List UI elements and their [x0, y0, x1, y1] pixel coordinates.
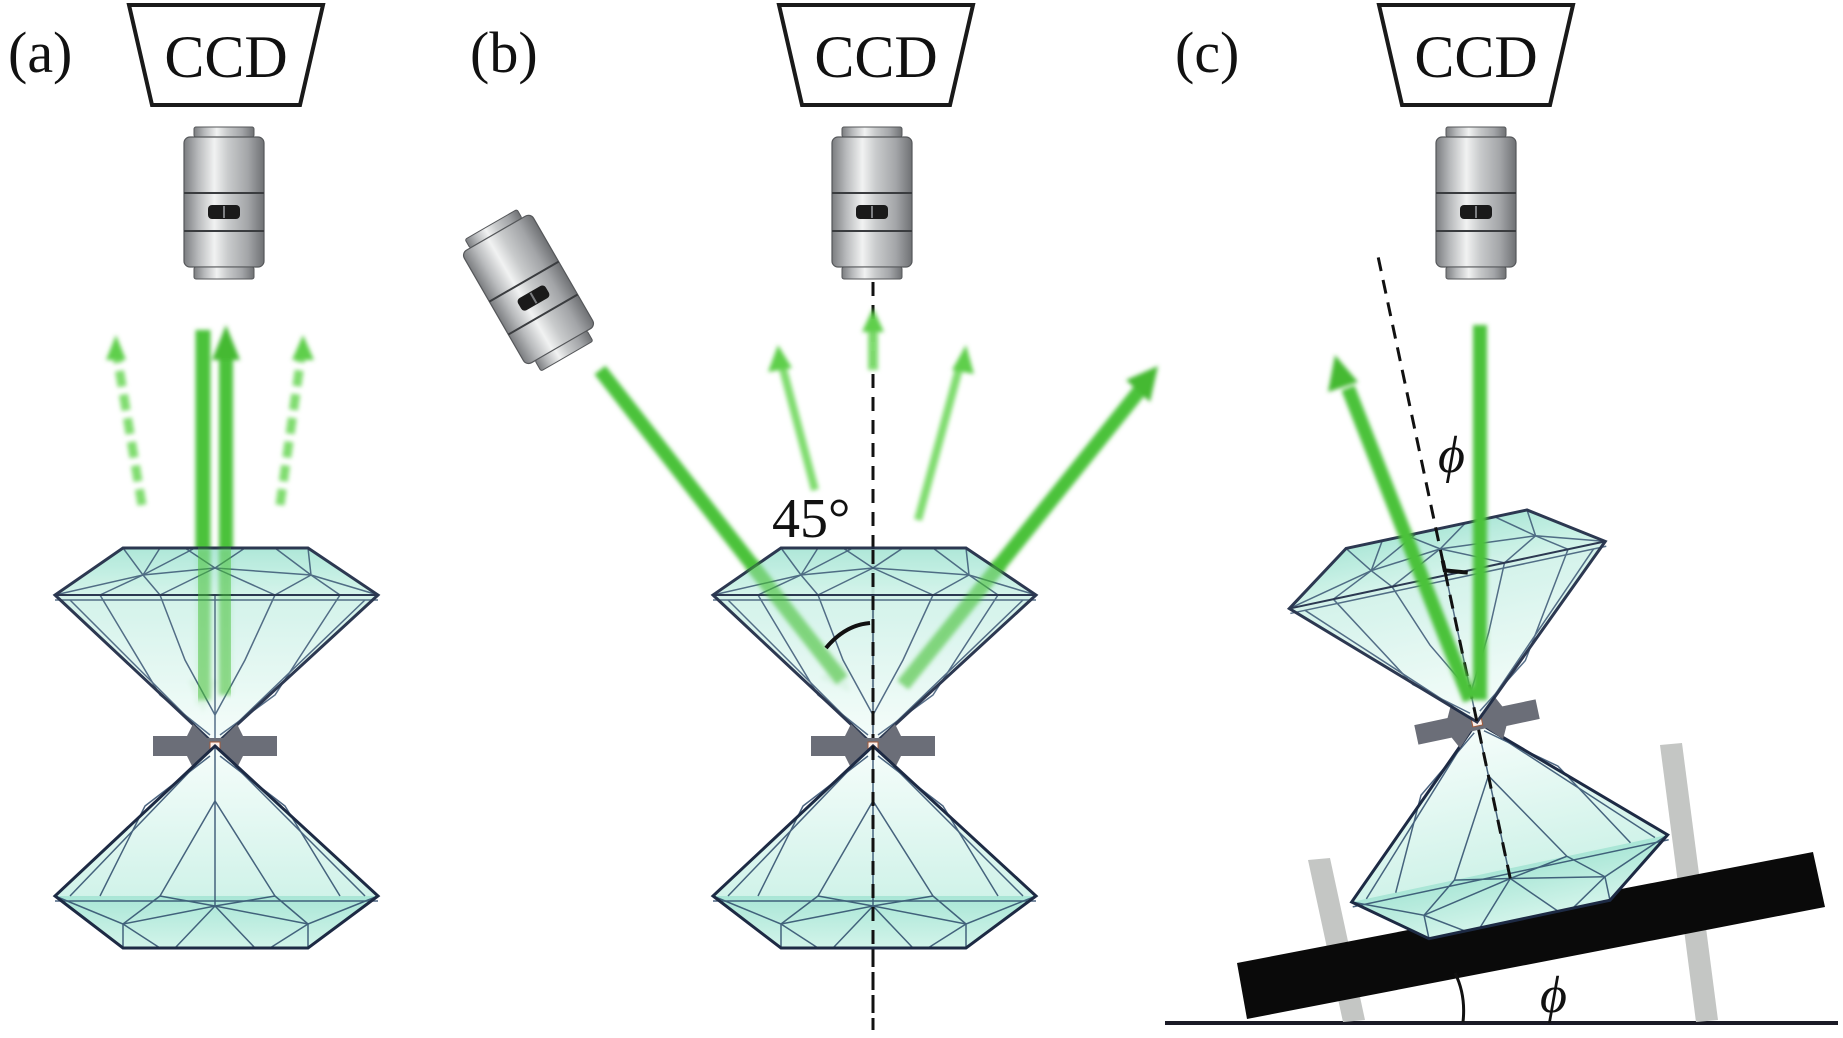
cell-axis — [1376, 257, 1512, 879]
scattered-beam-right — [275, 349, 307, 506]
cell-angle-mark — [1440, 560, 1468, 575]
tilted-cell — [1278, 257, 1680, 955]
ccd-camera-c: CCD — [1377, 3, 1575, 107]
panel-c: (c) CCD ϕ — [1165, 3, 1838, 1025]
scattered-beam-left — [778, 363, 819, 492]
beam-overlay-b — [746, 560, 1006, 690]
beam-overlay-a — [195, 548, 233, 700]
beams-c — [1328, 325, 1487, 703]
stage-angle-arc — [1453, 972, 1466, 1023]
arrowhead — [768, 345, 792, 372]
angle-arc — [824, 621, 871, 650]
arrowhead — [862, 308, 884, 332]
panel-a: (a) CCD — [8, 3, 380, 950]
ccd-camera-a: CCD — [127, 3, 325, 107]
cell-angle-label: ϕ — [1438, 427, 1465, 484]
arrowhead — [1126, 366, 1158, 402]
arrowhead — [106, 335, 126, 360]
tilted-stage — [1237, 852, 1825, 1019]
panel-b: (b) CCD 45° — [455, 3, 1158, 1030]
objective-lens-icon — [183, 126, 265, 280]
panel-label-c: (c) — [1175, 20, 1239, 85]
ccd-label-c: CCD — [1414, 24, 1537, 90]
tilted-objective-lens-icon — [455, 203, 603, 378]
scattered-beam-right — [914, 363, 964, 522]
arrowhead — [212, 325, 240, 360]
lower-diamond-a — [53, 744, 380, 950]
upper-diamond-a — [53, 546, 380, 747]
arrowhead — [952, 345, 974, 374]
panel-label-a: (a) — [8, 20, 72, 85]
ccd-label-b: CCD — [814, 24, 937, 90]
objective-lens-icon — [1435, 126, 1517, 280]
panel-label-b: (b) — [470, 20, 538, 85]
arrowhead — [292, 335, 314, 360]
ccd-label-a: CCD — [164, 24, 287, 90]
ccd-camera-b: CCD — [777, 3, 975, 107]
angle-label-45: 45° — [772, 488, 850, 550]
scattered-beam-left — [111, 349, 147, 506]
reflected-beam — [1341, 385, 1477, 703]
objective-lens-icon — [831, 126, 913, 280]
stage-angle-label: ϕ — [1540, 967, 1567, 1024]
arrowhead — [1328, 355, 1358, 392]
